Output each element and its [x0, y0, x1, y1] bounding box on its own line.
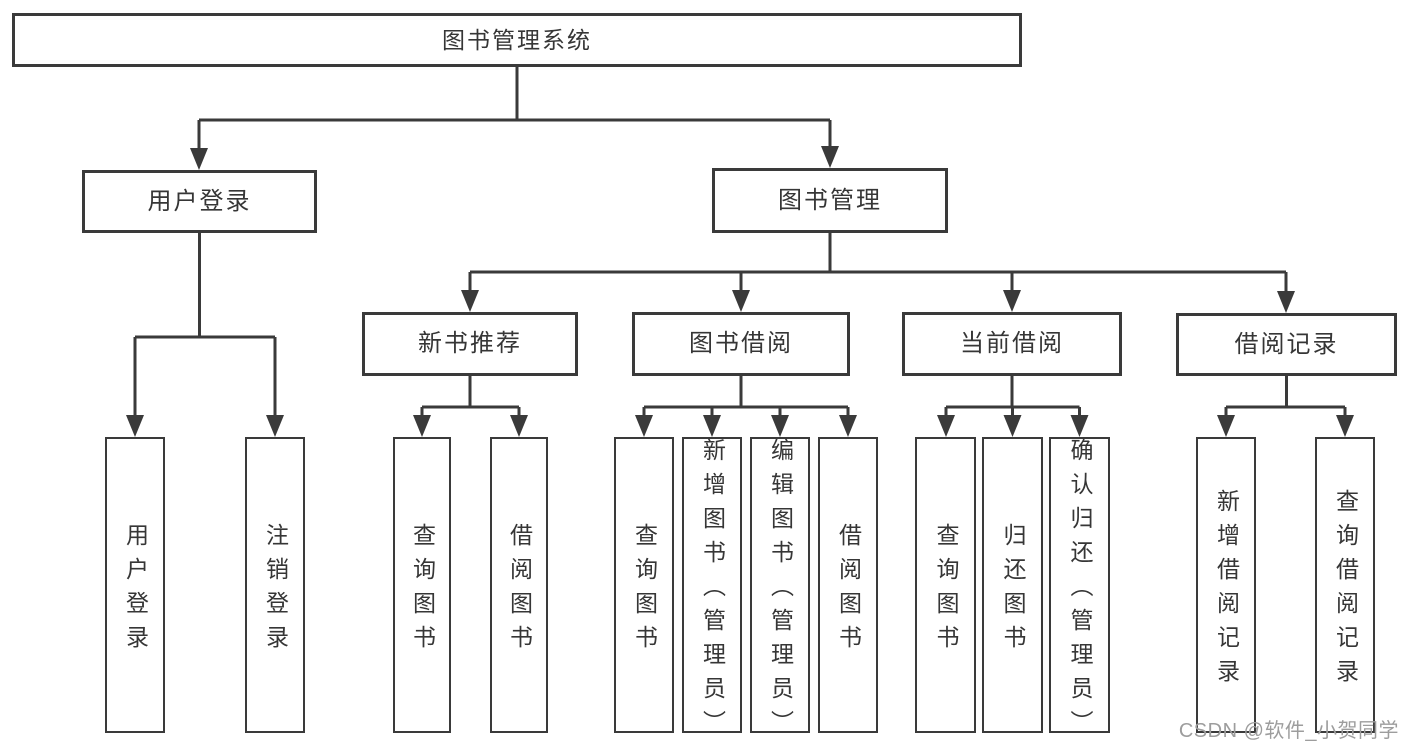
arrowhead-down-icon [266, 415, 284, 437]
node-label: 借阅图书 [835, 522, 862, 659]
arrowhead-down-icon [1003, 290, 1021, 312]
arrowhead-down-icon [1336, 415, 1354, 437]
node-label: 注销登录 [262, 522, 289, 659]
node-logout: 注销登录 [245, 437, 305, 733]
node-label: 查询图书 [933, 522, 959, 659]
node-label: 当前借阅 [960, 330, 1064, 357]
node-label: 图书管理系统 [442, 26, 592, 53]
node-edit-book-admin: 编辑图书（管理员） [750, 437, 810, 744]
node-library-system: 图书管理系统 [12, 13, 1022, 67]
node-borrow-books-recommend: 借阅图书 [490, 437, 548, 733]
arrowhead-down-icon [839, 415, 857, 437]
node-query-books-current: 查询图书 [915, 437, 976, 733]
node-query-books-borrow: 查询图书 [614, 437, 674, 733]
node-query-borrow-record: 查询借阅记录 [1315, 437, 1375, 733]
node-user-login-action: 用户登录 [105, 437, 165, 733]
node-label: 用户登录 [122, 522, 149, 659]
arrowhead-down-icon [1003, 415, 1022, 437]
watermark: CSDN @软件_小贺同学 [1178, 720, 1399, 742]
node-add-book-admin: 新增图书（管理员） [682, 437, 742, 744]
node-label: 编辑图书（管理员） [767, 437, 794, 744]
node-label: 新增图书（管理员） [699, 437, 726, 744]
arrowhead-down-icon [937, 415, 955, 437]
arrowhead-down-icon [1070, 415, 1089, 437]
node-label: 确认归还（管理员） [1067, 437, 1093, 744]
node-label: 用户登录 [147, 187, 252, 215]
node-label: 查询图书 [631, 522, 658, 659]
node-label: 图书借阅 [689, 330, 793, 357]
arrowhead-down-icon [771, 415, 789, 437]
node-label: 借阅图书 [506, 522, 533, 659]
node-label: 图书管理 [778, 186, 882, 214]
arrowhead-down-icon [413, 415, 431, 437]
node-new-book-recommendation: 新书推荐 [362, 312, 578, 376]
arrowhead-down-icon [1277, 291, 1295, 313]
node-label: 归还图书 [1000, 522, 1026, 659]
node-label: 新书推荐 [418, 330, 522, 357]
arrowhead-down-icon [703, 415, 721, 437]
arrowhead-down-icon [461, 290, 479, 312]
arrowhead-down-icon [635, 415, 653, 437]
node-add-borrow-record: 新增借阅记录 [1196, 437, 1256, 733]
node-book-management: 图书管理 [712, 168, 948, 233]
node-label: 查询图书 [409, 522, 436, 659]
arrowhead-down-icon [732, 290, 750, 312]
arrowhead-down-icon [1217, 415, 1235, 437]
node-confirm-return-admin: 确认归还（管理员） [1049, 437, 1110, 744]
node-book-borrowing: 图书借阅 [632, 312, 850, 376]
node-user-login: 用户登录 [82, 170, 317, 233]
node-current-borrowing: 当前借阅 [902, 312, 1122, 376]
arrowhead-down-icon [190, 148, 208, 170]
node-borrow-books: 借阅图书 [818, 437, 878, 733]
arrowhead-down-icon [821, 146, 839, 168]
arrowhead-down-icon [510, 415, 528, 437]
node-borrowing-records: 借阅记录 [1176, 313, 1397, 376]
node-query-books-recommend: 查询图书 [393, 437, 451, 733]
node-return-book: 归还图书 [982, 437, 1043, 733]
node-label: 查询借阅记录 [1332, 488, 1359, 693]
node-label: 新增借阅记录 [1213, 488, 1240, 693]
node-label: 借阅记录 [1234, 330, 1339, 358]
arrowhead-down-icon [126, 415, 144, 437]
